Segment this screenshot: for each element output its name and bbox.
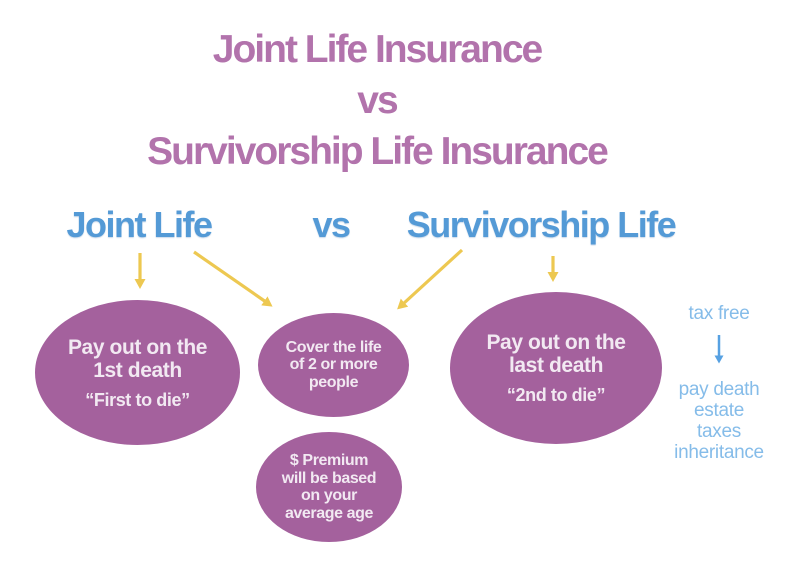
survivorship-bubble-quote: “2nd to die”	[506, 385, 606, 405]
joint-life-bubble: Pay out on the 1st death “First to die”	[35, 300, 240, 445]
shared-coverage-bubble: Cover the life of 2 or more people	[258, 313, 409, 417]
survivorship-bubble: Pay out on the last death “2nd to die”	[450, 292, 662, 444]
survivorship-bubble-title: Pay out on the last death	[486, 331, 626, 377]
survivorship-life-heading: Survivorship Life	[406, 204, 677, 245]
main-title-line2: Survivorship Life Insurance	[147, 130, 609, 173]
main-title-vs: vs	[357, 79, 398, 122]
premium-bubble: $ Premium will be based on your average …	[256, 432, 402, 542]
survivorship-to-shared-arrow-icon	[397, 248, 464, 310]
vs-label: vs	[312, 204, 351, 245]
joint-to-shared-arrow-icon	[193, 250, 273, 307]
shared-bubble-text: Cover the life of 2 or more people	[285, 338, 382, 391]
joint-bubble-title: Pay out on the 1st death	[67, 335, 208, 382]
main-title-line1: Joint Life Insurance	[212, 28, 543, 71]
tax-free-label: tax free	[688, 303, 750, 324]
joint-bubble-quote: “First to die”	[85, 389, 190, 410]
premium-bubble-text: $ Premium will be based on your average …	[281, 452, 377, 522]
main-title: Joint Life Insurance vs Survivorship Lif…	[0, 24, 754, 177]
joint-life-heading: Joint Life	[66, 204, 214, 245]
tax-result-label: pay death estate taxes inheritance	[674, 379, 764, 463]
